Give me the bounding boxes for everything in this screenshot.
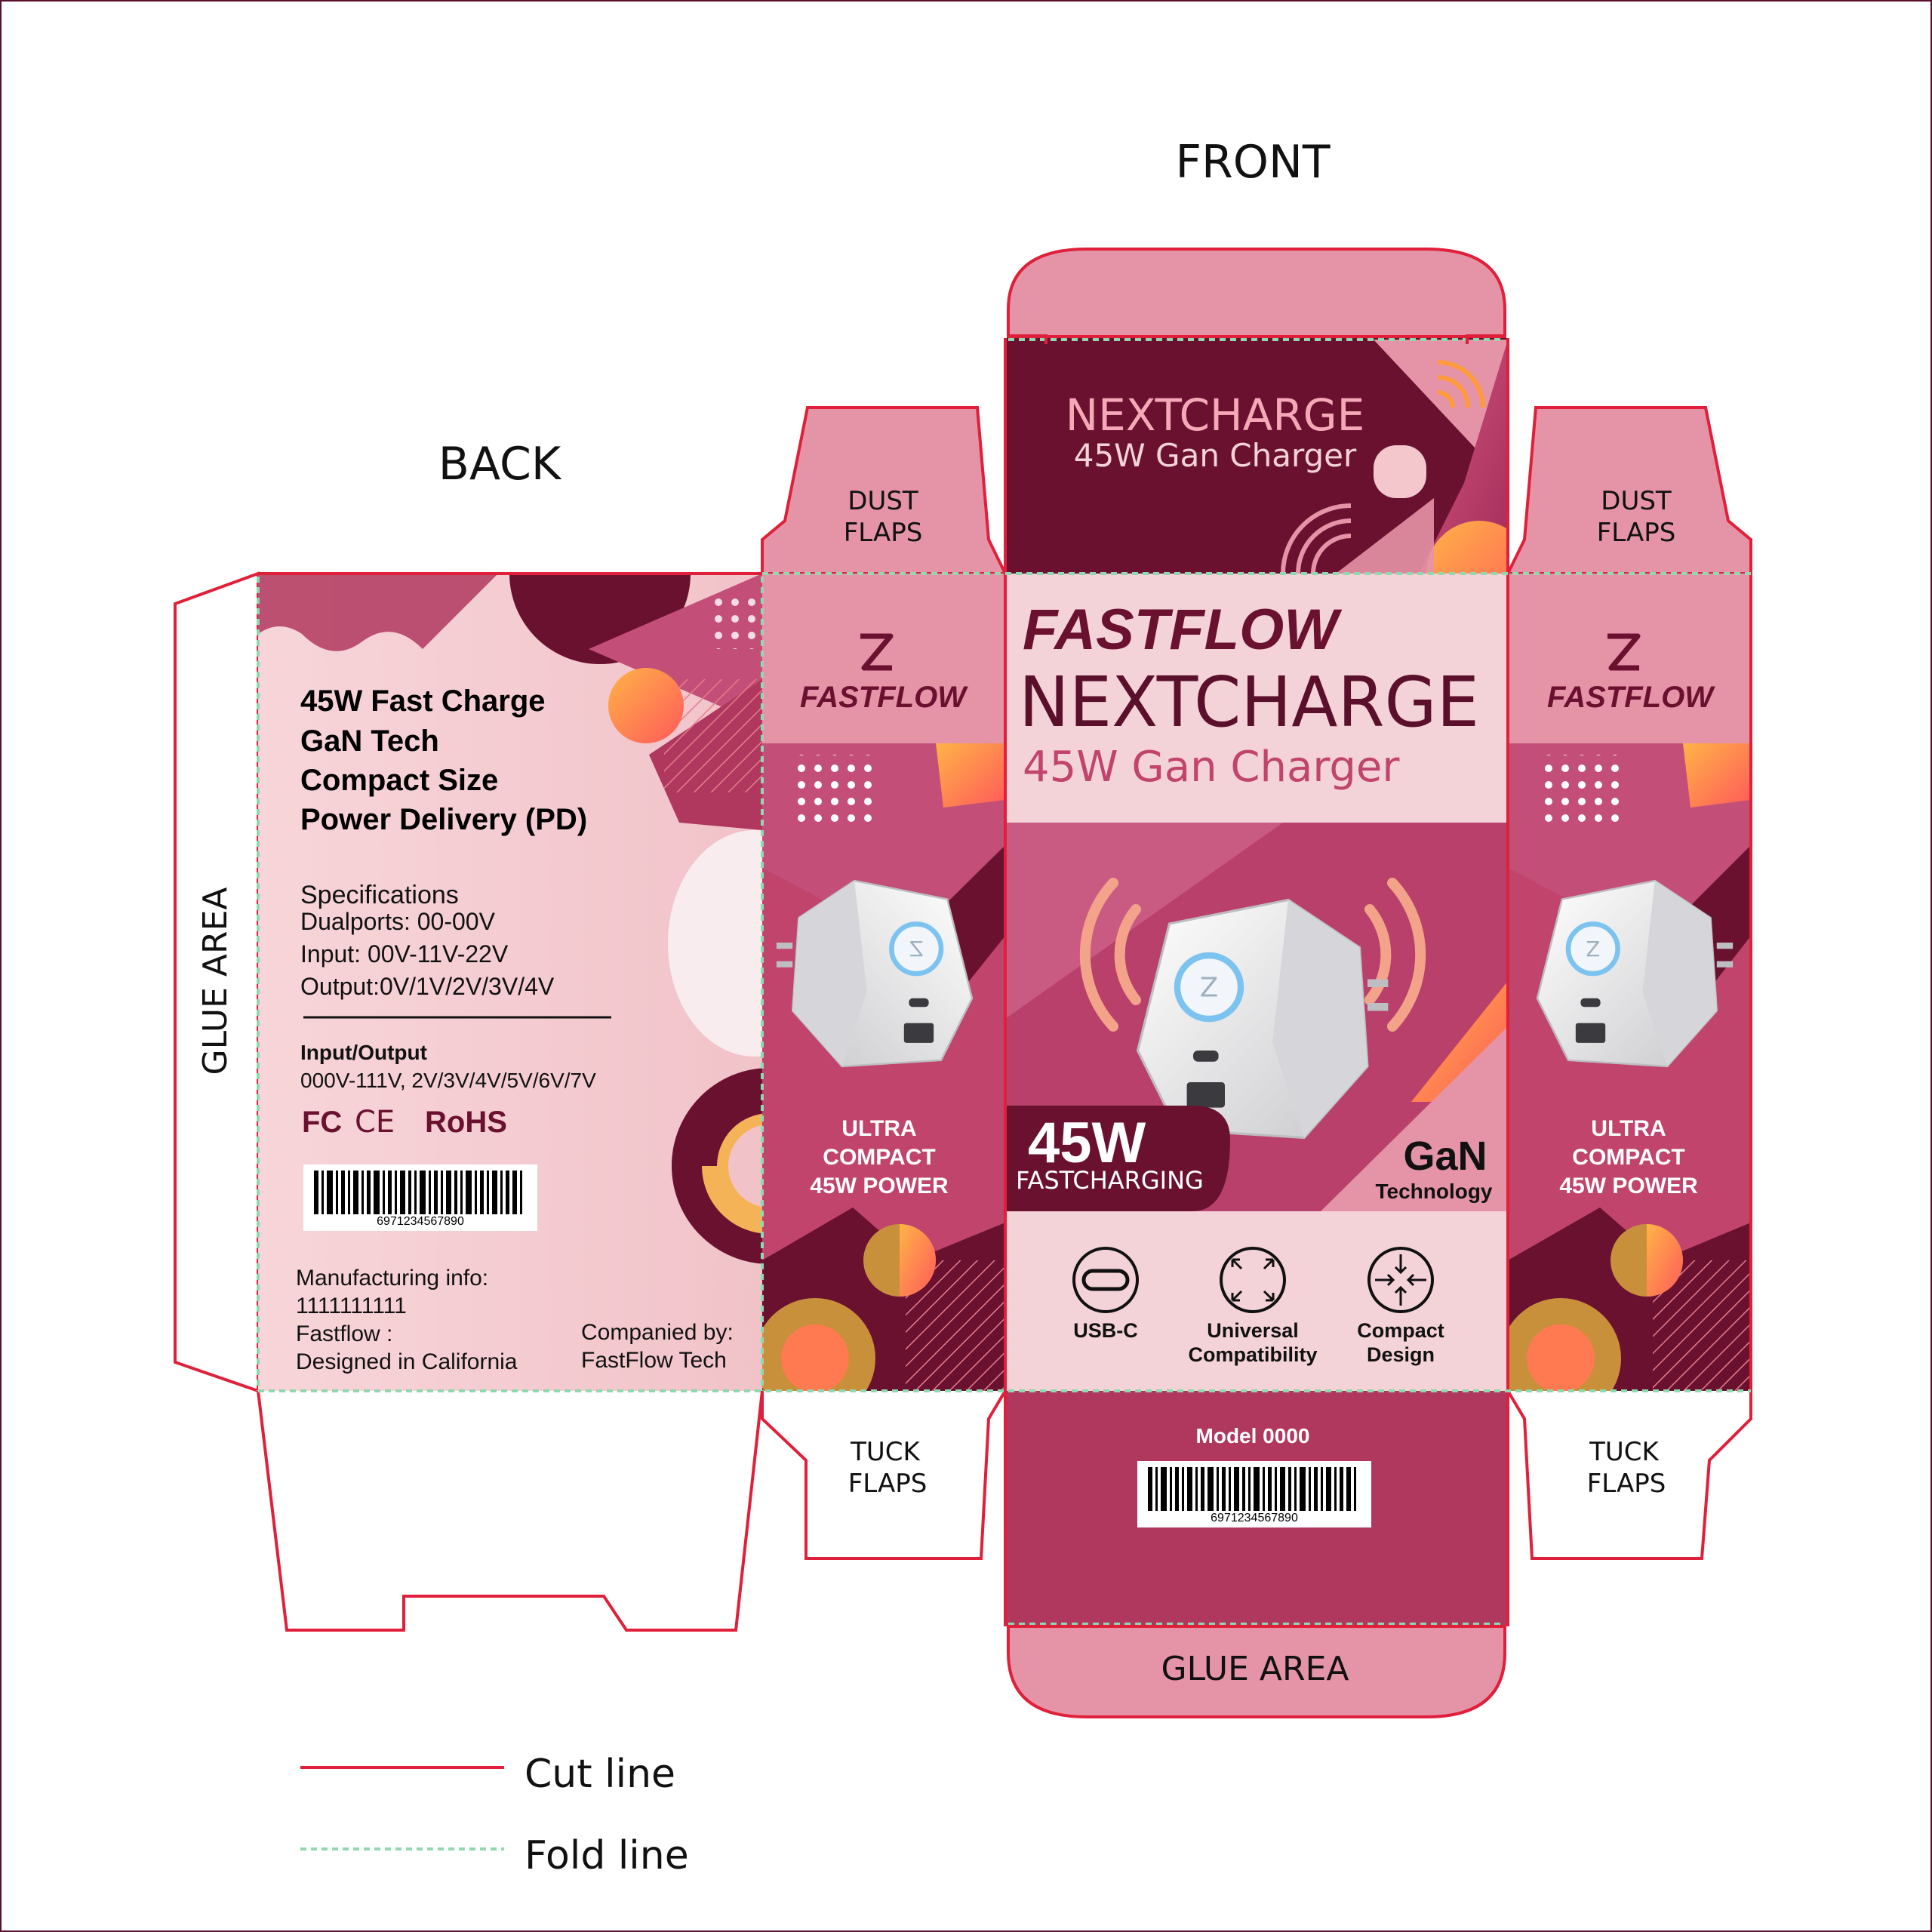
- side-left-line3: 45W POWER: [810, 1174, 949, 1198]
- bottom-flap: Model 0000 6971234567890 GLUE AREA: [1005, 1391, 1508, 1718]
- fold-lines: [257, 572, 1751, 1392]
- side-left-brand: FASTFLOW: [800, 681, 968, 714]
- companied-title: Companied by:: [581, 1320, 734, 1345]
- side-left-line2: COMPACT: [823, 1145, 935, 1170]
- z-logo-icon: [860, 633, 894, 671]
- certification-marks: FC CE RoHS: [302, 1105, 507, 1140]
- feature-2-line2: Design: [1367, 1343, 1435, 1366]
- legend: Cut line Fold line: [300, 1752, 689, 1878]
- gan-subtitle: Technology: [1375, 1180, 1492, 1203]
- fastflow-logo-right: FASTFLOW: [1547, 633, 1715, 714]
- glue-area-side: GLUE AREA: [174, 571, 260, 1393]
- back-feature-0: 45W Fast Charge: [300, 685, 546, 718]
- feature-2-line1: Compact: [1357, 1319, 1444, 1342]
- front-brand: FASTFLOW: [1023, 598, 1343, 662]
- io-value: 000V-111V, 2V/3V/4V/5V/6V/7V: [300, 1069, 596, 1092]
- side-right-line3: 45W POWER: [1559, 1174, 1698, 1198]
- glue-area-side-label: GLUE AREA: [196, 888, 235, 1075]
- spec-line-2: Output:0V/1V/2V/3V/4V: [300, 973, 555, 1000]
- back-feature-2: Compact Size: [300, 764, 498, 797]
- front-subtitle: 45W Gan Charger: [1023, 743, 1400, 792]
- cut-outline: [258, 334, 1752, 1626]
- mfg-brand: Fastflow :: [296, 1321, 392, 1346]
- spec-title: Specifications: [300, 881, 459, 909]
- top-flap-product: NEXTCHARGE: [1066, 389, 1364, 441]
- io-title: Input/Output: [300, 1041, 427, 1064]
- back-barcode-number: 6971234567890: [377, 1215, 464, 1228]
- expand-arrows-icon: [1231, 1258, 1275, 1302]
- side-left-line1: ULTRA: [841, 1116, 916, 1141]
- side-right-brand: FASTFLOW: [1547, 681, 1715, 714]
- z-logo-icon: [1607, 633, 1641, 671]
- front-panel: FASTFLOW NEXTCHARGE 45W Gan Charger 45W …: [1005, 574, 1508, 1391]
- top-flap-subtitle: 45W Gan Charger: [1074, 437, 1357, 474]
- front-product: NEXTCHARGE: [1019, 662, 1479, 743]
- spec-line-1: Input: 00V-11V-22V: [300, 940, 509, 968]
- back-feature-3: Power Delivery (PD): [300, 803, 587, 836]
- cut-line-label: Cut line: [525, 1752, 675, 1797]
- feature-usb-c: USB-C: [1072, 1247, 1139, 1342]
- back-barcode: 6971234567890: [303, 1164, 537, 1231]
- front-barcode-number: 6971234567890: [1211, 1512, 1298, 1524]
- feature-1-line2: Compatibility: [1188, 1343, 1317, 1366]
- top-flap: NEXTCHARGE 45W Gan Charger: [1005, 248, 1508, 574]
- glue-area-bottom-label: GLUE AREA: [1161, 1650, 1349, 1688]
- gan-title: GaN: [1403, 1134, 1487, 1179]
- fastflow-logo-left: FASTFLOW: [800, 633, 968, 714]
- usb-c-icon: [1081, 1269, 1130, 1291]
- mfg-title: Manufacturing info:: [296, 1266, 488, 1291]
- feature-0-line1: USB-C: [1073, 1319, 1138, 1342]
- side-right-line2: COMPACT: [1572, 1145, 1684, 1170]
- front-heading: FRONT: [1176, 136, 1331, 189]
- badge-watt: 45W: [1028, 1111, 1146, 1175]
- front-barcode: 6971234567890: [1137, 1461, 1371, 1527]
- feature-compact: Compact Design: [1357, 1247, 1444, 1366]
- feature-universal: Universal Compatibility: [1188, 1247, 1318, 1366]
- compress-arrows-icon: [1375, 1254, 1426, 1306]
- side-panel-right: FASTFLOW ULTRA COMPACT 45W POWER: [1508, 574, 1751, 1391]
- companied-name: FastFlow Tech: [581, 1348, 727, 1373]
- ce-mark: CE: [355, 1105, 395, 1140]
- fold-line-label: Fold line: [525, 1833, 689, 1878]
- back-panel: 45W Fast Charge GaN Tech Compact Size Po…: [258, 574, 762, 1391]
- gan-badge: GaN Technology: [1375, 1134, 1492, 1203]
- side-panel-left: FASTFLOW ULTRA COMPACT 45W POWER: [762, 574, 1005, 1391]
- side-right-line1: ULTRA: [1591, 1116, 1666, 1141]
- model-label: Model 0000: [1196, 1424, 1310, 1447]
- back-feature-1: GaN Tech: [300, 724, 439, 758]
- spec-line-0: Dualports: 00-00V: [300, 908, 496, 935]
- badge-text: FASTCHARGING: [1016, 1166, 1204, 1195]
- mfg-origin: Designed in California: [296, 1349, 518, 1374]
- feature-1-line1: Universal: [1207, 1319, 1299, 1342]
- fcc-mark: FC: [302, 1106, 342, 1139]
- mfg-id: 1111111111: [296, 1294, 407, 1318]
- back-bottom-flap: [257, 1390, 764, 1632]
- back-heading: BACK: [438, 438, 562, 491]
- fastcharging-badge: 45W FASTCHARGING: [1005, 1106, 1230, 1211]
- rohs-mark: RoHS: [425, 1106, 507, 1139]
